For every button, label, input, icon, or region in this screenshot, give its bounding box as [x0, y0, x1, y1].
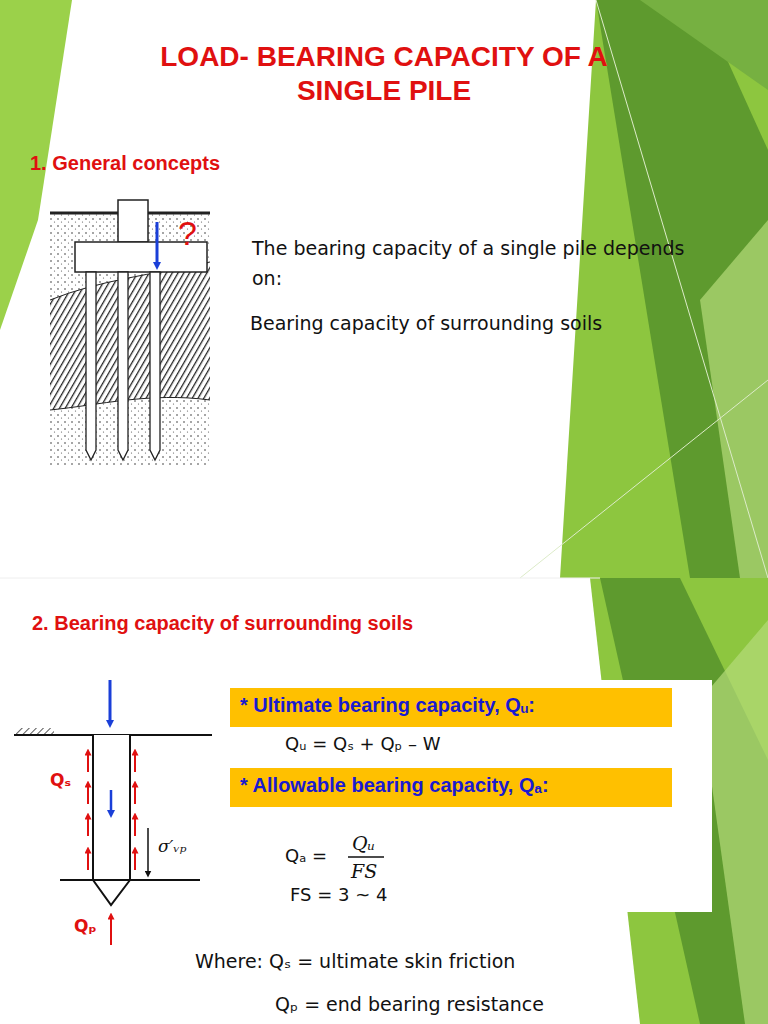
highlight-box: * Ultimate bearing capacity, Qᵤ:: [230, 688, 672, 727]
definition: Where: Qₛ = ultimate skin friction: [195, 950, 515, 972]
deco-line: [520, 380, 768, 578]
body-text: Bearing capacity of surrounding soils: [250, 312, 602, 334]
deco-shape: [700, 220, 768, 578]
content-panel: [0, 680, 712, 912]
definition: Qₚ = end bearing resistance: [275, 993, 544, 1015]
section-heading: 2. Bearing capacity of surrounding soils: [32, 612, 413, 635]
fraction-denominator: FS: [351, 860, 377, 882]
formula: FS = 3 ~ 4: [290, 884, 387, 905]
deco-shape: [560, 0, 768, 578]
box-heading: * Allowable bearing capacity, Qₐ:: [240, 774, 662, 797]
stress-label: σ′ᵥₚ: [158, 836, 187, 856]
slide-title: LOAD- BEARING CAPACITY OF A SINGLE PILE: [150, 40, 618, 108]
question-mark: ?: [178, 214, 197, 253]
section-heading: 1. General concepts: [30, 152, 220, 175]
fraction-bar: [348, 856, 384, 858]
box-heading: * Ultimate bearing capacity, Qᵤ:: [240, 694, 662, 717]
pile-group-figure: [50, 200, 210, 465]
slide-divider: [0, 578, 600, 579]
formula: Qᵤ = Qₛ + Qₚ – W: [285, 733, 441, 754]
deco-line: [596, 0, 768, 578]
body-text: The bearing capacity of a single pile de…: [252, 233, 692, 293]
single-pile-figure: [14, 680, 212, 945]
fraction-numerator: Qᵤ: [352, 832, 375, 854]
formula: Qₐ =: [285, 845, 327, 866]
highlight-box: * Allowable bearing capacity, Qₐ:: [230, 768, 672, 807]
force-label: Qₚ: [74, 916, 97, 936]
deco-shape: [596, 0, 768, 578]
force-label: Qₛ: [50, 770, 71, 790]
deco-shape: [640, 0, 768, 90]
